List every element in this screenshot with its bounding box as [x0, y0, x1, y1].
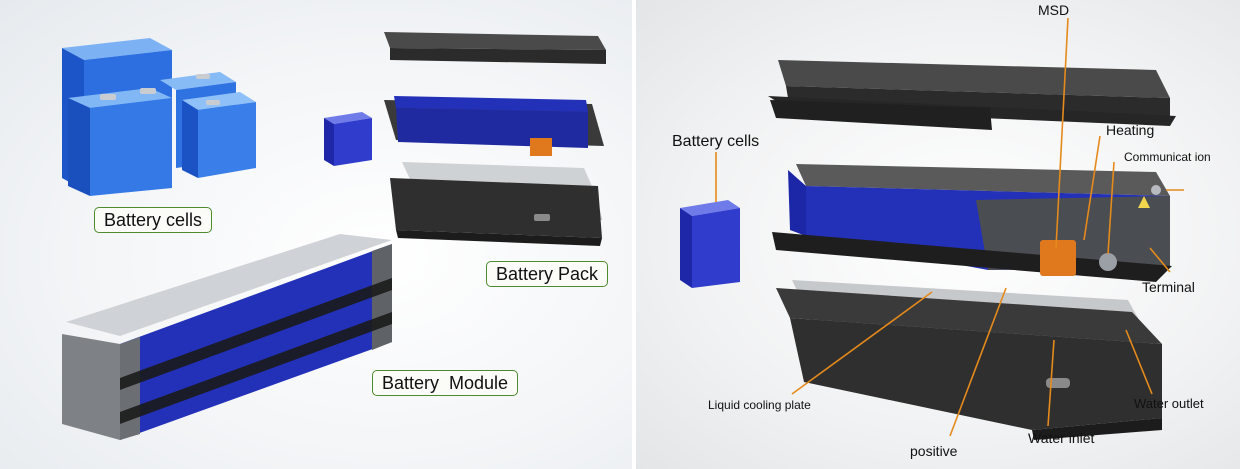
battery-module-icon [62, 234, 392, 440]
msd-connector-icon [1040, 240, 1076, 276]
label-battery-module: Battery Module [372, 370, 519, 396]
panel-divider [632, 0, 636, 469]
callout-heating: Heating [1106, 122, 1155, 138]
right-illustration [680, 17, 1184, 440]
callout-msd: MSD [1038, 2, 1070, 18]
single-cell-icon [680, 200, 740, 288]
label-battery-pack: Battery Pack [486, 261, 609, 287]
callout-lines [715, 17, 1184, 437]
warning-sign-icon [1138, 196, 1150, 208]
bottom-tray-icon [776, 288, 1162, 440]
callout-liquid-cooling-plate: Liquid cooling plate [708, 398, 811, 412]
callout-water-inlet: Water inlet [1028, 430, 1095, 446]
single-cell-icon [324, 112, 372, 166]
battery-pack-icon [384, 32, 606, 246]
label-battery-cells: Battery cells [94, 207, 213, 233]
terminal-post-icon [1151, 185, 1161, 195]
callout-battery-cells: Battery cells [672, 133, 760, 150]
top-cover-icon [768, 60, 1176, 130]
left-panel: Battery cells Battery Pack Battery Modul… [0, 0, 632, 469]
prismatic-cells-icon [62, 38, 256, 196]
callout-water-outlet: Water outlet [1134, 396, 1204, 411]
callout-terminal: Terminal [1142, 279, 1195, 295]
communication-port-icon [1099, 253, 1117, 271]
left-illustration [62, 32, 606, 440]
right-panel: MSD Battery cells Heating Communicat ion… [636, 0, 1240, 469]
callout-positive: positive [910, 443, 958, 459]
callout-communication: Communicat ion [1124, 150, 1211, 164]
